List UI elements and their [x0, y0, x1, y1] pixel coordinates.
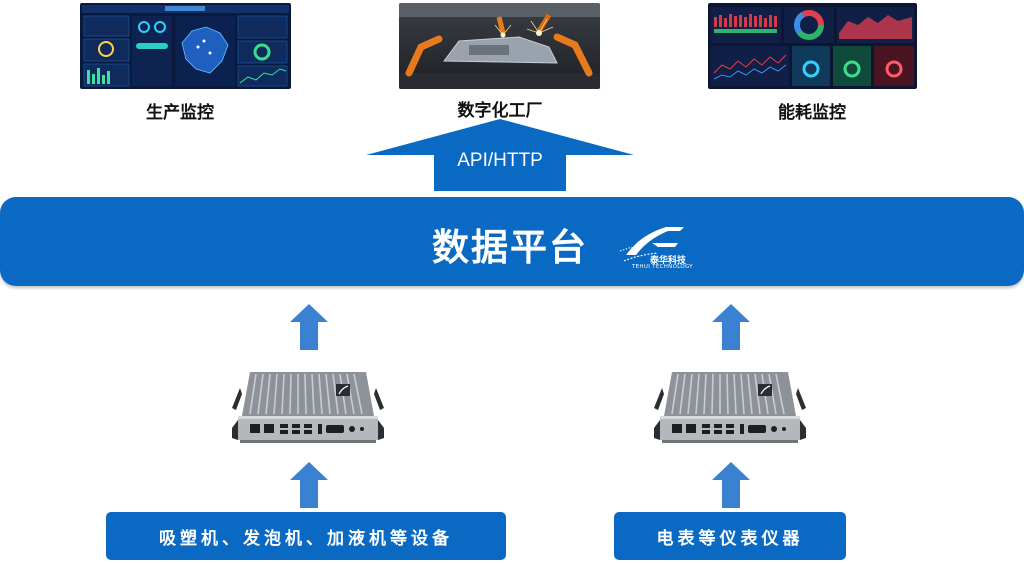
- panel-label-production: 生产监控: [146, 103, 214, 123]
- logo-text-cn: 泰华科技: [650, 256, 687, 266]
- platform-title: 数据平台: [432, 226, 588, 269]
- panel-label-energy: 能耗监控: [778, 103, 846, 123]
- logo-text-en: TEHUI TECHNOLOGY: [632, 264, 693, 270]
- energy-dashboard-image: [708, 3, 917, 89]
- digital-factory-image: [399, 3, 600, 89]
- left-edge-gateway-image: [232, 372, 384, 443]
- panel-label-digital-factory: 数字化工厂: [457, 101, 543, 121]
- api-up-arrow: [366, 119, 634, 191]
- left-device-up-arrow: [290, 304, 328, 350]
- left-machines-up-arrow: [290, 462, 328, 508]
- right-device-up-arrow: [712, 304, 750, 350]
- company-logo-icon: [619, 227, 684, 262]
- right-edge-gateway-image: [654, 372, 806, 443]
- data-platform-band: 数据平台 泰华科技 TEHUI TECHNOLOGY: [0, 197, 1024, 286]
- machines-source-box: 吸塑机、发泡机、加液机等设备: [106, 512, 506, 560]
- right-meters-up-arrow: [712, 462, 750, 508]
- production-dashboard-image: [80, 3, 291, 89]
- meters-source-box: 电表等仪表仪器: [614, 512, 846, 560]
- api-http-label: API/HTTP: [457, 150, 543, 171]
